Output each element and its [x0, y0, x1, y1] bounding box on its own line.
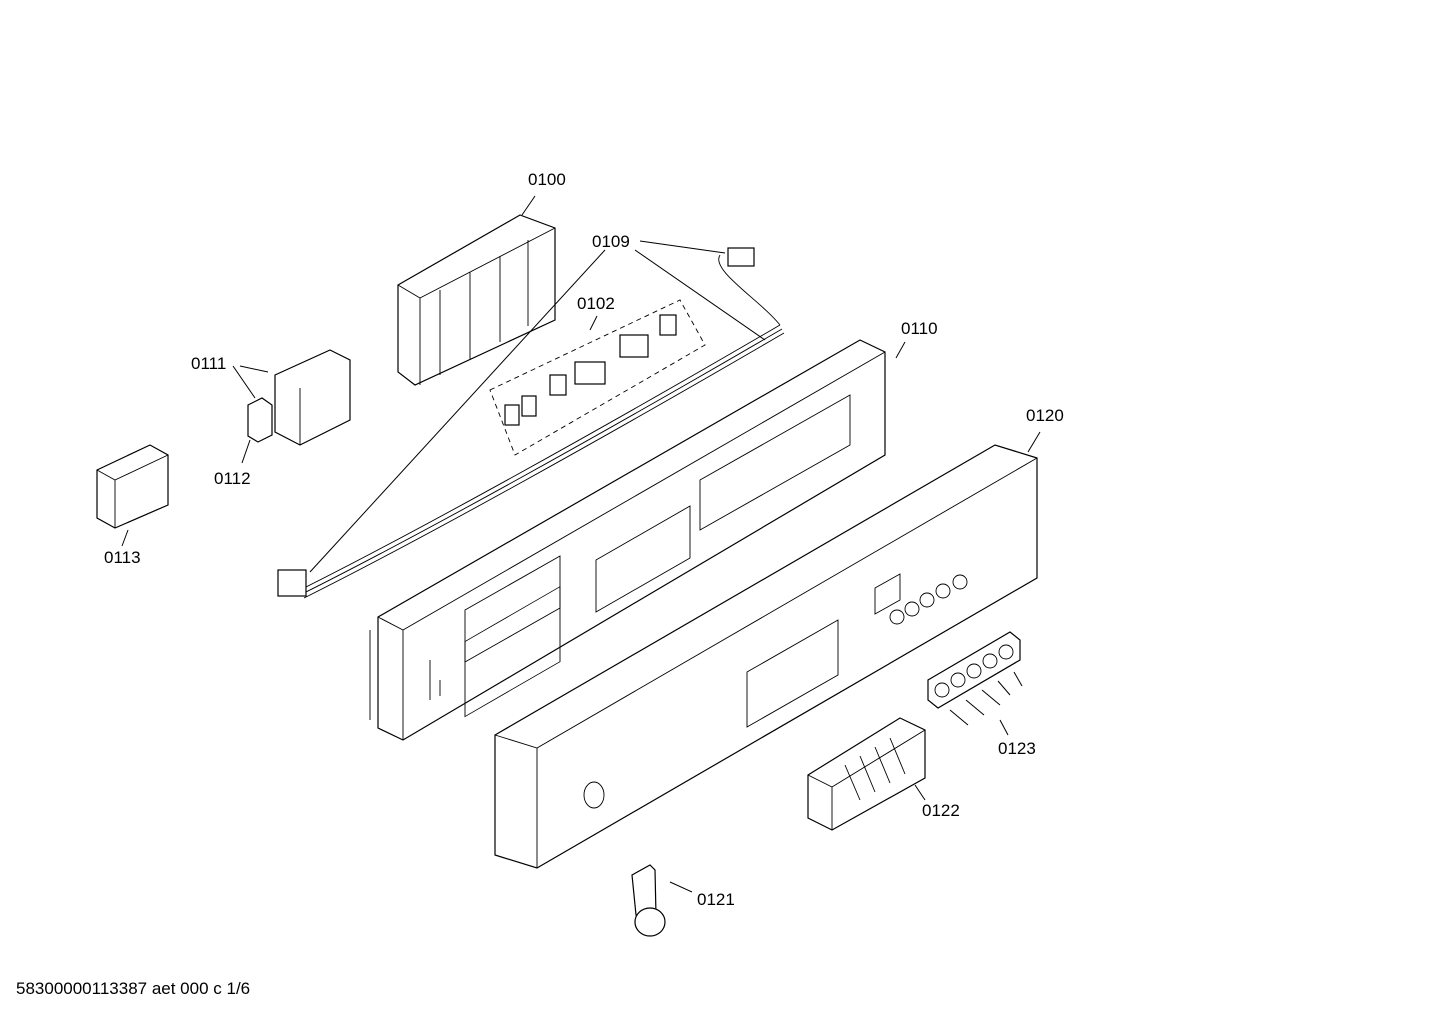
display-holder [807, 717, 926, 831]
part-label-0109: 0109 [592, 232, 630, 251]
part-label-0123: 0123 [998, 739, 1036, 758]
document-footer: 58300000113387 aet 000 c 1/6 [16, 979, 251, 998]
control-panel-frame [369, 339, 886, 741]
part-label-0102: 0102 [577, 294, 615, 313]
wiring-harness [277, 247, 785, 599]
switch-part [274, 349, 351, 446]
relay-part [247, 397, 273, 443]
part-label-0113: 0113 [104, 548, 141, 567]
button-strip [927, 631, 1021, 709]
leader-lines [121, 195, 1041, 893]
part-label-0120: 0120 [1026, 406, 1064, 425]
connector-group [489, 299, 706, 456]
part-label-0100: 0100 [528, 170, 566, 189]
knob-part [631, 864, 666, 937]
part-label-0112: 0112 [214, 469, 251, 488]
part-label-0121: 0121 [697, 890, 735, 909]
part-label-0110: 0110 [901, 319, 938, 338]
part-label-0111: 0111 [191, 354, 226, 373]
terminal-block [96, 444, 169, 529]
part-label-0122: 0122 [922, 801, 960, 820]
control-module [397, 214, 556, 386]
front-fascia [494, 444, 1038, 869]
